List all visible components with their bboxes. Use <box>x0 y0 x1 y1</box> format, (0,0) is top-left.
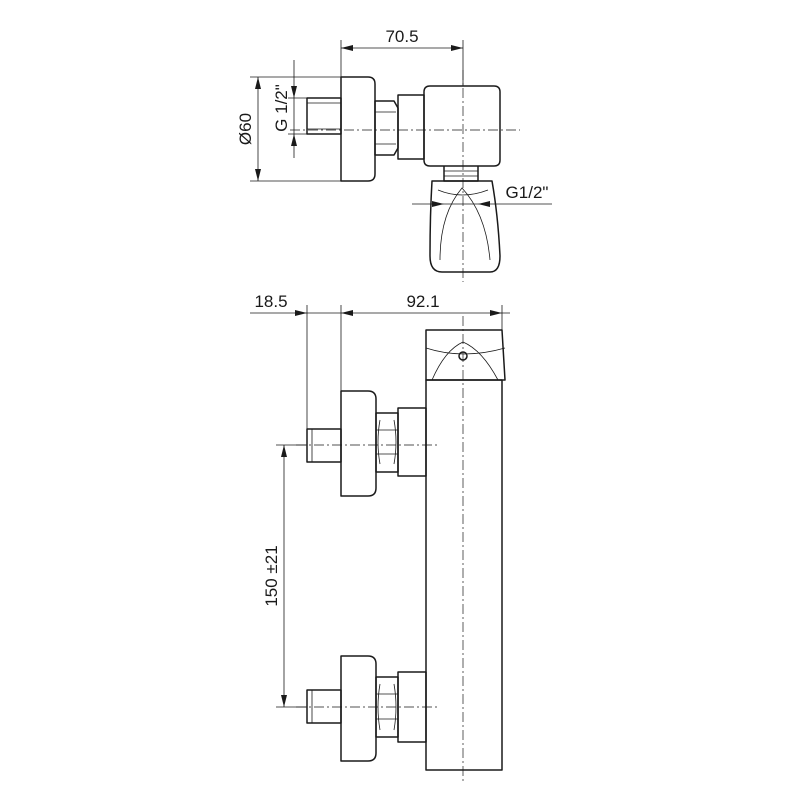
dim-label-centers: 150 ±21 <box>262 545 281 606</box>
top-collar <box>397 94 425 160</box>
top-hex-nut <box>374 100 399 156</box>
dim-label-body-width: 92.1 <box>406 292 439 311</box>
dim-label-outlet-thread: G1/2" <box>506 183 549 202</box>
front-view <box>296 316 506 782</box>
front-handle <box>425 329 506 381</box>
dim-label-top-width: 70.5 <box>385 27 418 46</box>
dim-label-left-offset: 18.5 <box>254 292 287 311</box>
front-mixer-body <box>425 379 503 771</box>
top-handle <box>429 180 501 273</box>
top-escutcheon <box>340 76 376 182</box>
upper-connection <box>296 390 440 497</box>
dim-label-inlet-thread: G 1/2" <box>272 84 291 132</box>
top-inlet-stub <box>306 97 342 135</box>
dim-label-diameter: Ø60 <box>236 113 255 145</box>
dimension-lines <box>250 40 552 708</box>
top-outlet <box>443 166 479 182</box>
lower-connection <box>296 655 440 762</box>
top-view <box>290 70 520 282</box>
top-mixer-body <box>423 85 501 167</box>
